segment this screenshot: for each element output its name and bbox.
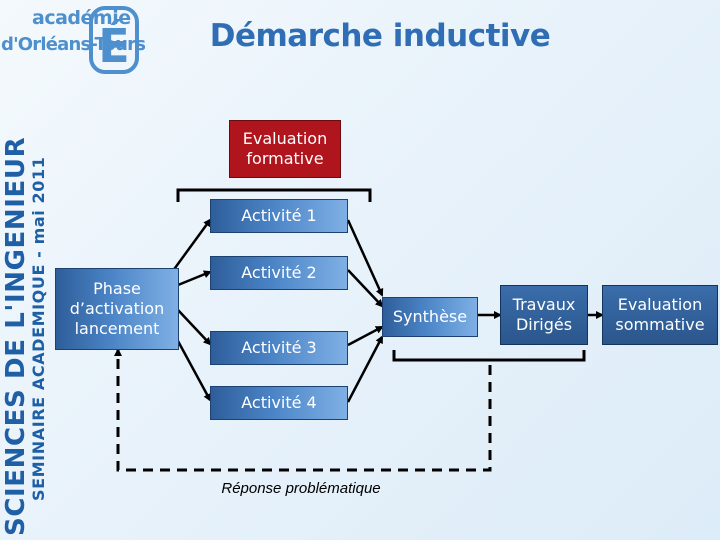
logo-emblem-letter: É — [98, 19, 129, 73]
logo-emblem-icon: É — [89, 6, 139, 74]
arrow-activite-1-synthese — [346, 219, 384, 297]
node-travaux-diriges: Travaux Dirigés — [500, 285, 588, 345]
feedback-loop-dashed — [114, 348, 492, 472]
node-activite-2: Activité 2 — [210, 256, 348, 290]
arrow-activite-3-synthese — [347, 325, 384, 347]
node-evaluation-formative: Evaluation formative — [229, 120, 341, 178]
formative-bracket — [176, 188, 372, 202]
node-activite-4: Activité 4 — [210, 386, 348, 420]
arrow-activite-2-synthese — [347, 269, 384, 308]
arrow-phase-activite-3 — [170, 302, 212, 346]
academy-logo: académie d'Orléans-Tours É — [0, 0, 150, 82]
arrow-phase-activite-1 — [168, 218, 212, 276]
node-synthese: Synthèse — [382, 297, 478, 337]
arrow-phase-activite-2 — [170, 270, 212, 291]
sommative-bracket — [392, 350, 586, 362]
node-activite-3: Activité 3 — [210, 331, 348, 365]
node-phase-activation: Phase d’activation lancement — [55, 268, 179, 350]
logo-line-1: académie — [32, 7, 131, 29]
logo-line-2: d'Orléans-Tours — [1, 34, 146, 55]
page-title: Démarche inductive — [209, 18, 551, 54]
node-evaluation-sommative: Evaluation sommative — [602, 285, 718, 345]
arrow-activite-4-synthese — [346, 335, 384, 403]
reponse-problematique-label: Réponse problématique — [221, 480, 381, 497]
node-activite-1: Activité 1 — [210, 199, 348, 233]
